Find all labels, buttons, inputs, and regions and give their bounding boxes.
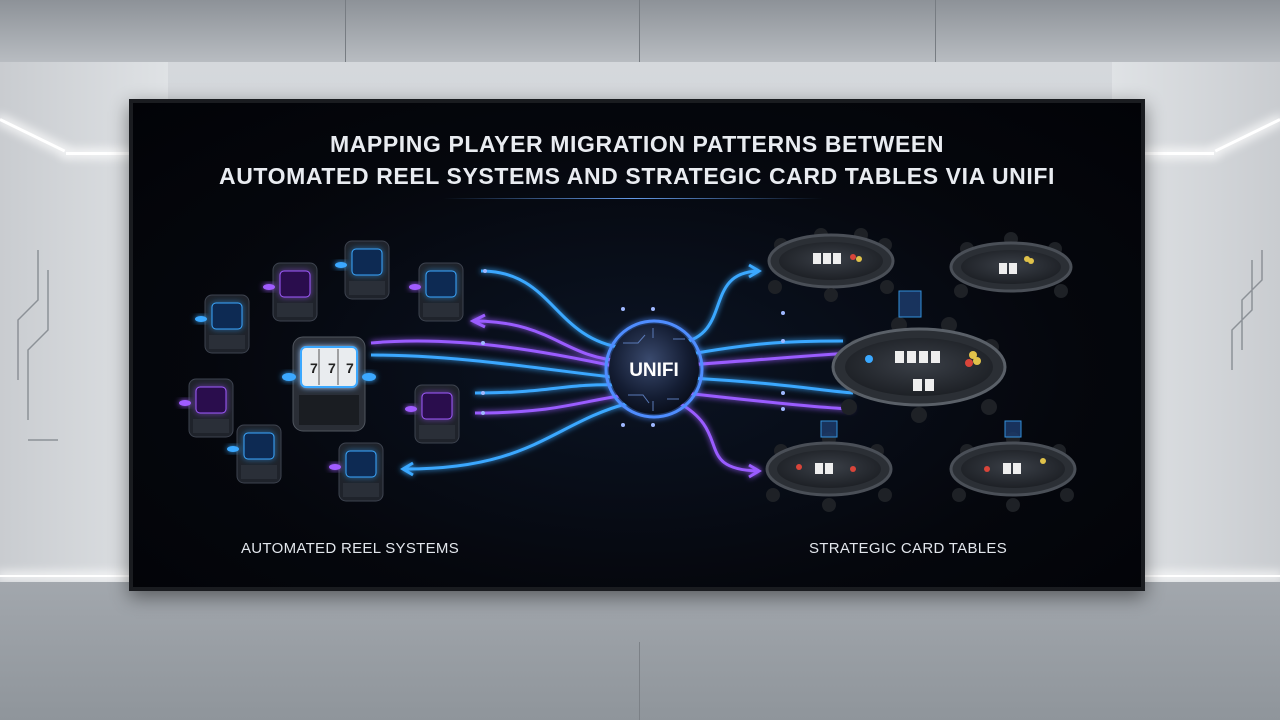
arrowhead [469,313,486,329]
card-tables [765,228,1077,512]
slot-machine-icon [335,240,390,300]
title-underline [443,198,823,199]
diagram-title-line-2: AUTOMATED REEL SYSTEMS AND STRATEGIC CAR… [219,163,1055,189]
flow-node [483,269,487,273]
flow-line [678,401,759,473]
flow-node [781,391,785,395]
reel-machines: 7 7 7 [179,240,464,502]
slot-machine-icon [409,262,464,322]
flow-line [472,319,624,363]
hub-label: UNIFI [629,360,679,381]
slot-machine-icon [329,442,384,502]
right-floor-led [1112,575,1280,577]
card-table-icon [765,420,893,512]
flow-arrowheads [400,263,762,479]
flow-node [781,339,785,343]
flow-line [686,351,854,367]
slot-machine-icon [227,424,282,484]
slot-machine-icon [263,262,318,322]
arrowhead [748,263,762,279]
flow-line [370,339,624,370]
slot-machine-icon [195,294,250,354]
flow-line [474,393,626,415]
flow-node [481,341,485,345]
right-led-strip [1112,152,1214,155]
hub-circuit-pattern [623,328,685,411]
slot-machine-icon [179,378,234,438]
right-section-label: STRATEGIC CARD TABLES [809,540,1008,557]
flow-node [481,391,485,395]
display-screen: MAPPING PLAYER MIGRATION PATTERNS BETWEE… [129,99,1145,591]
left-section-label: AUTOMATED REEL SYSTEMS [241,540,460,557]
wall-circuit-left [17,250,58,441]
hub-sphere [609,324,699,414]
flow-line [680,269,759,345]
flow-node [621,307,625,311]
ceiling-seam [935,0,936,62]
ceiling-seam [639,0,640,62]
ceiling-seam [345,0,346,62]
floor [0,582,1280,720]
hub-glow-ring [604,319,704,419]
svg-text:7: 7 [328,360,336,376]
flow-line [480,269,624,350]
flow-line [684,391,854,411]
flow-line [474,383,624,395]
arrowhead [748,463,762,479]
flow-line [684,339,844,357]
ceiling [0,0,1280,62]
floor-seam [639,642,640,720]
card-table-icon [831,290,1007,423]
slot-machine-icon: 7 7 7 [282,336,376,432]
flow-node-markers [481,269,785,427]
flow-line [404,401,630,471]
migration-diagram: UNIFI [179,228,1077,512]
flow-node [781,407,785,411]
card-table-icon [949,420,1077,512]
svg-text:7: 7 [310,360,318,376]
flow-node [481,411,485,415]
flow-lines-left [370,269,630,471]
wall-circuit-right [1231,250,1263,370]
diagram-title-line-1: MAPPING PLAYER MIGRATION PATTERNS BETWEE… [329,131,945,157]
flow-node [651,423,655,427]
arrowhead [400,461,414,477]
flow-node [621,423,625,427]
card-table-icon [949,232,1073,298]
flow-line [370,353,622,380]
unifi-hub: UNIFI [604,319,704,419]
slot-machine-icon [405,384,460,444]
left-led-strip [66,152,168,155]
left-floor-led [0,575,168,577]
flow-node [781,311,785,315]
flow-node [651,307,655,311]
flow-line [688,376,854,395]
card-table-icon [767,228,895,302]
svg-text:7: 7 [346,360,354,376]
